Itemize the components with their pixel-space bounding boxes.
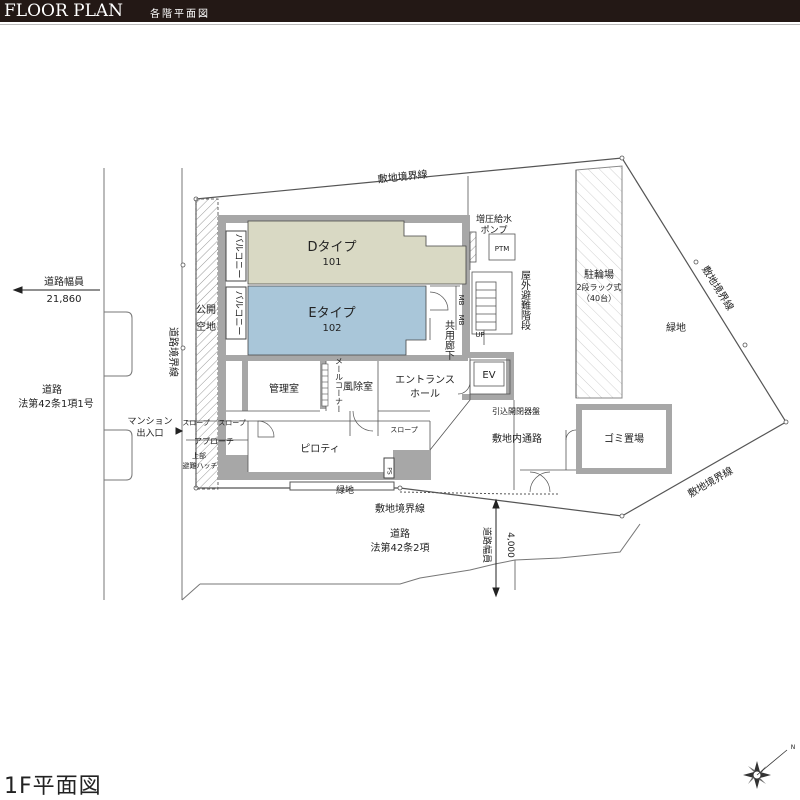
- common-corridor-label: 共用廊下: [443, 320, 455, 361]
- unit-d-type: Dタイプ: [307, 240, 356, 255]
- page-caption: 1F平面図: [4, 774, 102, 799]
- balcony-e: [225, 286, 247, 340]
- mansion-entrance-line2: 出入口: [136, 427, 163, 439]
- road-left-line2: 法第42条1項1号: [18, 397, 93, 410]
- slope-label-3: スロープ: [390, 426, 418, 434]
- approach-label: アプローチ: [194, 437, 234, 446]
- mb-label-2: MB: [457, 315, 465, 326]
- management-room-label: 管理室: [269, 382, 299, 395]
- garbage-label: ゴミ置場: [604, 432, 644, 445]
- mansion-entrance-line1: マンション: [127, 417, 172, 427]
- balcony-e-label: バルコニー: [233, 291, 244, 336]
- header-subtitle: 各階平面図: [150, 9, 210, 20]
- bottom-road: [181, 494, 641, 601]
- piloti-label: ピロティ: [300, 443, 339, 455]
- north-arrow: [743, 749, 788, 789]
- site-boundary-top-label: 敷地境界線: [377, 167, 428, 185]
- header-divider: [0, 24, 800, 25]
- header-title: FLOOR PLAN: [4, 1, 124, 21]
- road-width-value: 21,860: [47, 294, 82, 305]
- green-strip: [289, 481, 395, 491]
- unit-d-number: 101: [322, 257, 341, 268]
- green-bottom-label: 緑地: [336, 484, 354, 496]
- booster-pump-line2: ポンプ: [481, 225, 508, 236]
- site-boundary-bottom-label: 敷地境界線: [375, 502, 425, 515]
- unit-e-type: Eタイプ: [308, 306, 355, 321]
- road-bottom-line1: 道路: [390, 527, 410, 540]
- road-bottom-line2: 法第42条2項: [370, 541, 429, 554]
- balcony-d-label: バルコニー: [233, 234, 244, 279]
- hatch-line2: 避難ハッチ: [183, 461, 218, 470]
- ps-box: [383, 457, 395, 479]
- distribution-board-label: 引込開閉器盤: [492, 406, 540, 416]
- parking-line1: 駐輪場: [584, 268, 614, 281]
- slope-label-2: スロープ: [218, 419, 246, 427]
- left-road: [103, 168, 183, 600]
- up-label: UP: [475, 331, 484, 339]
- north-label: N: [791, 744, 796, 751]
- site-boundary-lower-right-label: 敷地境界線: [685, 464, 735, 500]
- unit-d-room: [247, 220, 467, 285]
- bicycle-parking: [575, 165, 623, 399]
- ptm-label: PTM: [495, 245, 510, 253]
- dimension-arrows: [12, 286, 500, 598]
- entrance-hall-line2: ホール: [410, 388, 440, 400]
- door-swings: [257, 291, 577, 493]
- hatch-line1: 上部: [192, 451, 206, 460]
- windbreak-room-label: 風除室: [343, 380, 373, 393]
- balcony-d: [225, 230, 247, 282]
- mb-label-1: MB: [457, 295, 465, 306]
- slope-label-1: スロープ: [182, 419, 210, 427]
- header-bar: FLOOR PLAN 各階平面図: [0, 0, 800, 22]
- site-boundary-right-label: 敷地境界線: [699, 263, 737, 312]
- mail-corner-label: メールコーナー: [335, 357, 344, 413]
- road-left-line1: 道路: [42, 383, 62, 396]
- unit-e-number: 102: [322, 323, 341, 334]
- site-path-label: 敷地内通路: [492, 432, 542, 445]
- outdoor-stairs-label: 屋外避難階段: [519, 270, 531, 331]
- unit-e-room: [247, 285, 427, 356]
- road-width-bottom-value: 4,000: [505, 532, 515, 558]
- ev-label: EV: [482, 370, 495, 381]
- walkway-dashed: [399, 491, 560, 495]
- booster-pump-line1: 増圧給水: [476, 213, 512, 225]
- road-width-label: 道路幅員: [44, 275, 84, 288]
- green-right-label: 緑地: [666, 321, 686, 334]
- parking-line3: （40台）: [582, 293, 616, 303]
- ps-label: PS: [386, 467, 393, 475]
- interior-lines: [186, 176, 576, 490]
- garbage-area: [576, 404, 672, 474]
- public-space-line1: 公開: [196, 304, 216, 316]
- parking-line2: 2段ラック式: [576, 282, 621, 292]
- mailbox-rack: [321, 363, 329, 407]
- road-width-bottom-label: 道路幅員: [481, 527, 493, 563]
- public-space-line2: 空地: [196, 320, 216, 333]
- entrance-hall-line1: エントランス: [395, 374, 455, 386]
- road-boundary-left-label: 道路境界線: [167, 327, 180, 377]
